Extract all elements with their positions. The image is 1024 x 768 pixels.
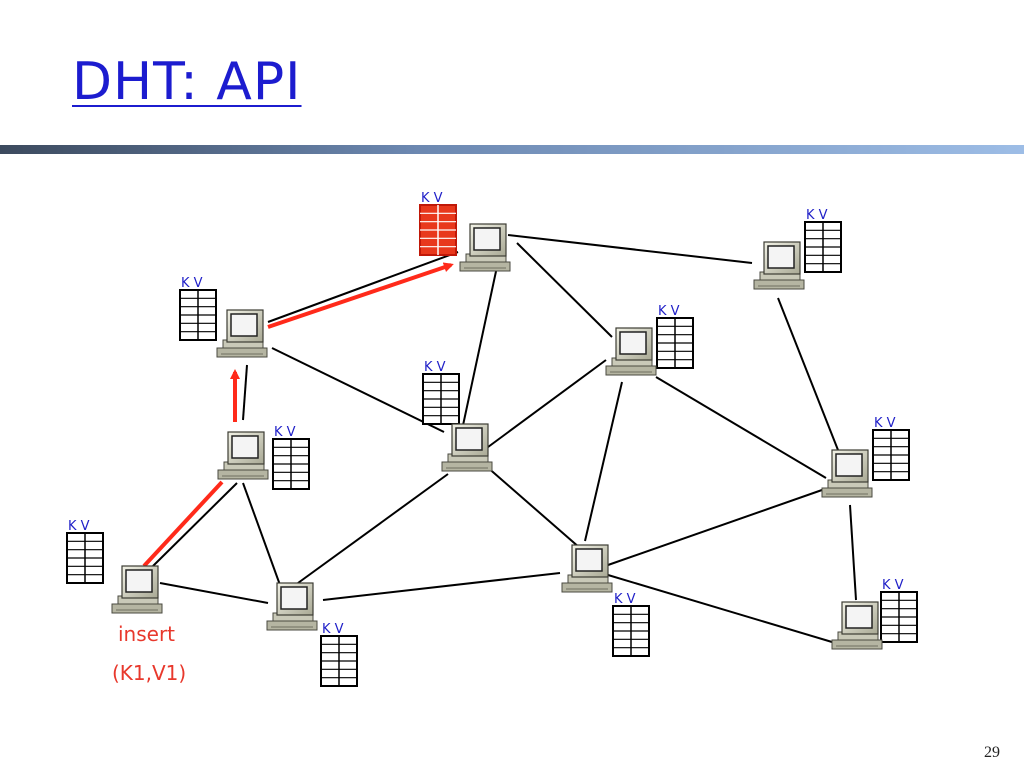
- kv-table: K V: [272, 425, 310, 490]
- computer-icon: [111, 565, 163, 614]
- kv-table-header: K V: [874, 416, 896, 431]
- slide-title: DHT: API: [72, 52, 302, 112]
- network-node-bottomright: K V: [831, 578, 918, 650]
- insert-label-line2: (K1,V1): [112, 661, 186, 685]
- edge: [777, 297, 839, 451]
- computer-icon: [459, 223, 511, 272]
- edge: [516, 242, 613, 338]
- edge: [159, 582, 269, 604]
- edge: [267, 251, 459, 323]
- kv-table: K V: [66, 519, 104, 584]
- network-node-topright: K V: [753, 208, 842, 290]
- network-node-upperleft: K V: [179, 276, 268, 358]
- network-node-bottomleft: K V: [66, 519, 163, 614]
- edge: [483, 359, 607, 451]
- network-node-midright: K V: [605, 304, 694, 376]
- kv-table-header: K V: [421, 191, 443, 206]
- computer-icon: [216, 309, 268, 358]
- kv-table-header: K V: [274, 425, 296, 440]
- insert-label: insert (K1,V1): [112, 622, 186, 685]
- computer-icon: [561, 544, 613, 593]
- edge: [584, 381, 623, 542]
- computer-icon: [831, 601, 883, 650]
- network-node-right: K V: [821, 416, 910, 498]
- network-node-lowerleft: K V: [266, 582, 358, 687]
- network-edges: [152, 234, 857, 643]
- kv-table: K V: [880, 578, 918, 643]
- kv-table: K V: [612, 592, 650, 657]
- kv-table: K V: [804, 208, 842, 273]
- edge: [849, 504, 857, 601]
- kv-table-header: K V: [806, 208, 828, 223]
- edge: [152, 482, 238, 567]
- computer-icon: [821, 449, 873, 498]
- kv-table-header: K V: [614, 592, 636, 607]
- edge: [461, 261, 499, 431]
- kv-table-header: K V: [181, 276, 203, 291]
- kv-table-highlighted: K V: [419, 191, 457, 256]
- computer-icon: [217, 431, 269, 480]
- kv-table: K V: [320, 622, 358, 687]
- edge: [607, 574, 833, 643]
- kv-table: K V: [656, 304, 694, 369]
- edge: [322, 572, 561, 601]
- edge: [607, 489, 823, 566]
- title-divider-bar: [0, 145, 1024, 154]
- kv-table-header: K V: [658, 304, 680, 319]
- computer-icon: [266, 582, 318, 631]
- computer-icon: [605, 327, 657, 376]
- kv-table: K V: [422, 360, 460, 425]
- network-node-midleft: K V: [217, 425, 310, 490]
- page-number: 29: [984, 744, 1000, 761]
- kv-table: K V: [872, 416, 910, 481]
- edge: [242, 364, 248, 421]
- edge: [271, 347, 445, 433]
- insert-route-arrows: [142, 262, 454, 568]
- edge: [507, 234, 753, 264]
- kv-table-header: K V: [882, 578, 904, 593]
- kv-table-header: K V: [424, 360, 446, 375]
- edge: [485, 465, 581, 549]
- insert-arrow-segment: [267, 262, 454, 329]
- network-node-top: K V: [419, 191, 511, 272]
- network-node-center: K V: [422, 360, 493, 472]
- network-nodes: K V K V K V K V K V K V K V K V K V K V K V: [66, 191, 918, 687]
- edge: [242, 482, 281, 586]
- edge: [655, 376, 827, 479]
- network-node-lowercenter: K V: [561, 544, 650, 657]
- computer-icon: [441, 423, 493, 472]
- kv-table-header: K V: [68, 519, 90, 534]
- insert-arrow-segment: [142, 480, 224, 568]
- edge: [297, 473, 449, 584]
- computer-icon: [753, 241, 805, 290]
- insert-label-line1: insert: [118, 622, 175, 646]
- kv-table: K V: [179, 276, 217, 341]
- kv-table-header: K V: [322, 622, 344, 637]
